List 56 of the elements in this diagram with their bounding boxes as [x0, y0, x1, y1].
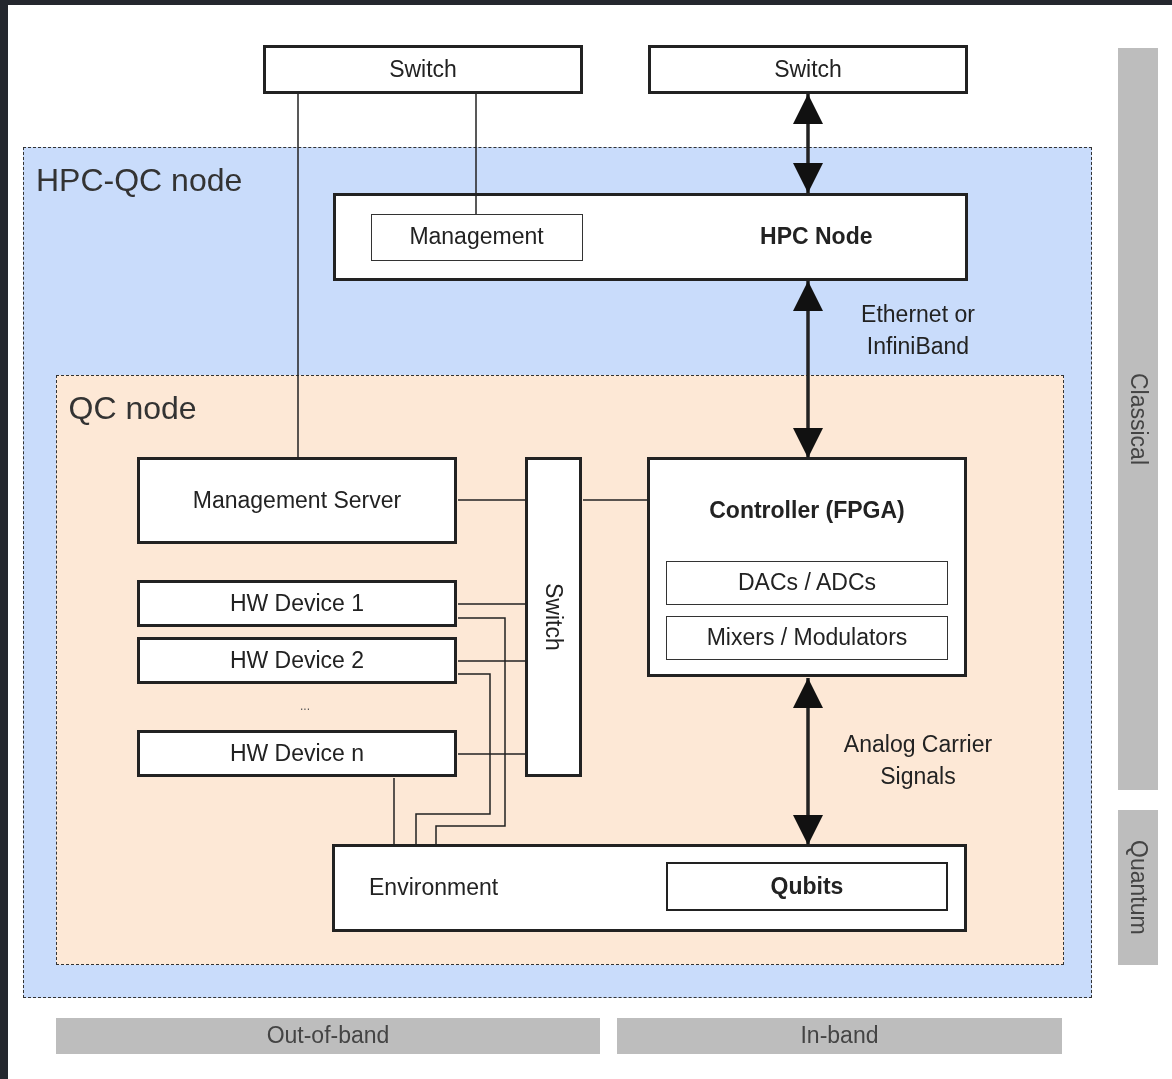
- process-box: [647, 457, 967, 677]
- box-label: Management: [409, 224, 544, 250]
- category-band: [617, 1018, 1062, 1054]
- double-arrow: [793, 678, 823, 845]
- box-label: HW Device 2: [229, 647, 365, 674]
- component-box: [370, 213, 583, 261]
- category-band: [1118, 48, 1158, 790]
- category-band: [1118, 810, 1158, 965]
- process-box: [648, 45, 968, 94]
- box-label: Controller (FPGA): [709, 498, 905, 524]
- connector-line: [582, 499, 649, 501]
- box-label: Qubits: [770, 873, 844, 900]
- box-label: Switch: [774, 56, 842, 83]
- connector-line: [457, 603, 527, 605]
- connector-line: [415, 673, 491, 846]
- connector-line: [297, 93, 299, 459]
- box-label: DACs / ADCs: [738, 570, 876, 596]
- box-label: HW Device 1: [229, 590, 365, 617]
- process-box: [137, 580, 457, 627]
- connector-line: [475, 93, 477, 215]
- band-label: Classical: [1125, 373, 1151, 465]
- connector-line: [457, 753, 527, 755]
- box-label: HW Device n: [229, 740, 365, 767]
- connector-line: [393, 777, 395, 846]
- box-label: Management Server: [192, 487, 402, 514]
- band-label: Quantum: [1125, 840, 1151, 935]
- component-box: [666, 561, 948, 605]
- edge-label: Ethernet or InfiniBand: [860, 300, 976, 362]
- edge-label: Analog Carrier Signals: [842, 730, 994, 792]
- double-arrow: [793, 94, 823, 193]
- process-box: [263, 45, 583, 94]
- band-label: Out-of-band: [266, 1023, 390, 1049]
- box-label: HPC Node: [760, 223, 873, 250]
- process-box: [137, 637, 457, 684]
- group-label: QC node: [68, 389, 197, 427]
- box-label: Switch: [540, 583, 567, 651]
- process-box: [137, 730, 457, 777]
- process-box: [332, 192, 968, 281]
- category-band: [56, 1018, 600, 1054]
- band-label: In-band: [800, 1023, 879, 1049]
- ellipsis-label: ...: [299, 698, 311, 715]
- double-arrow: [793, 281, 823, 458]
- process-box: [525, 457, 582, 777]
- component-box: [666, 616, 948, 660]
- connector-line: [457, 660, 527, 662]
- box-label: Environment: [369, 875, 499, 901]
- box-label: Switch: [389, 56, 457, 83]
- process-box: [137, 457, 457, 544]
- component-box: [666, 862, 948, 911]
- group-label: HPC-QC node: [36, 162, 243, 199]
- group-container: [55, 374, 1064, 965]
- process-box: [332, 844, 967, 932]
- box-label: Mixers / Modulators: [706, 625, 908, 651]
- connector-line: [457, 499, 527, 501]
- group-container: [23, 147, 1092, 998]
- connector-line: [435, 617, 506, 846]
